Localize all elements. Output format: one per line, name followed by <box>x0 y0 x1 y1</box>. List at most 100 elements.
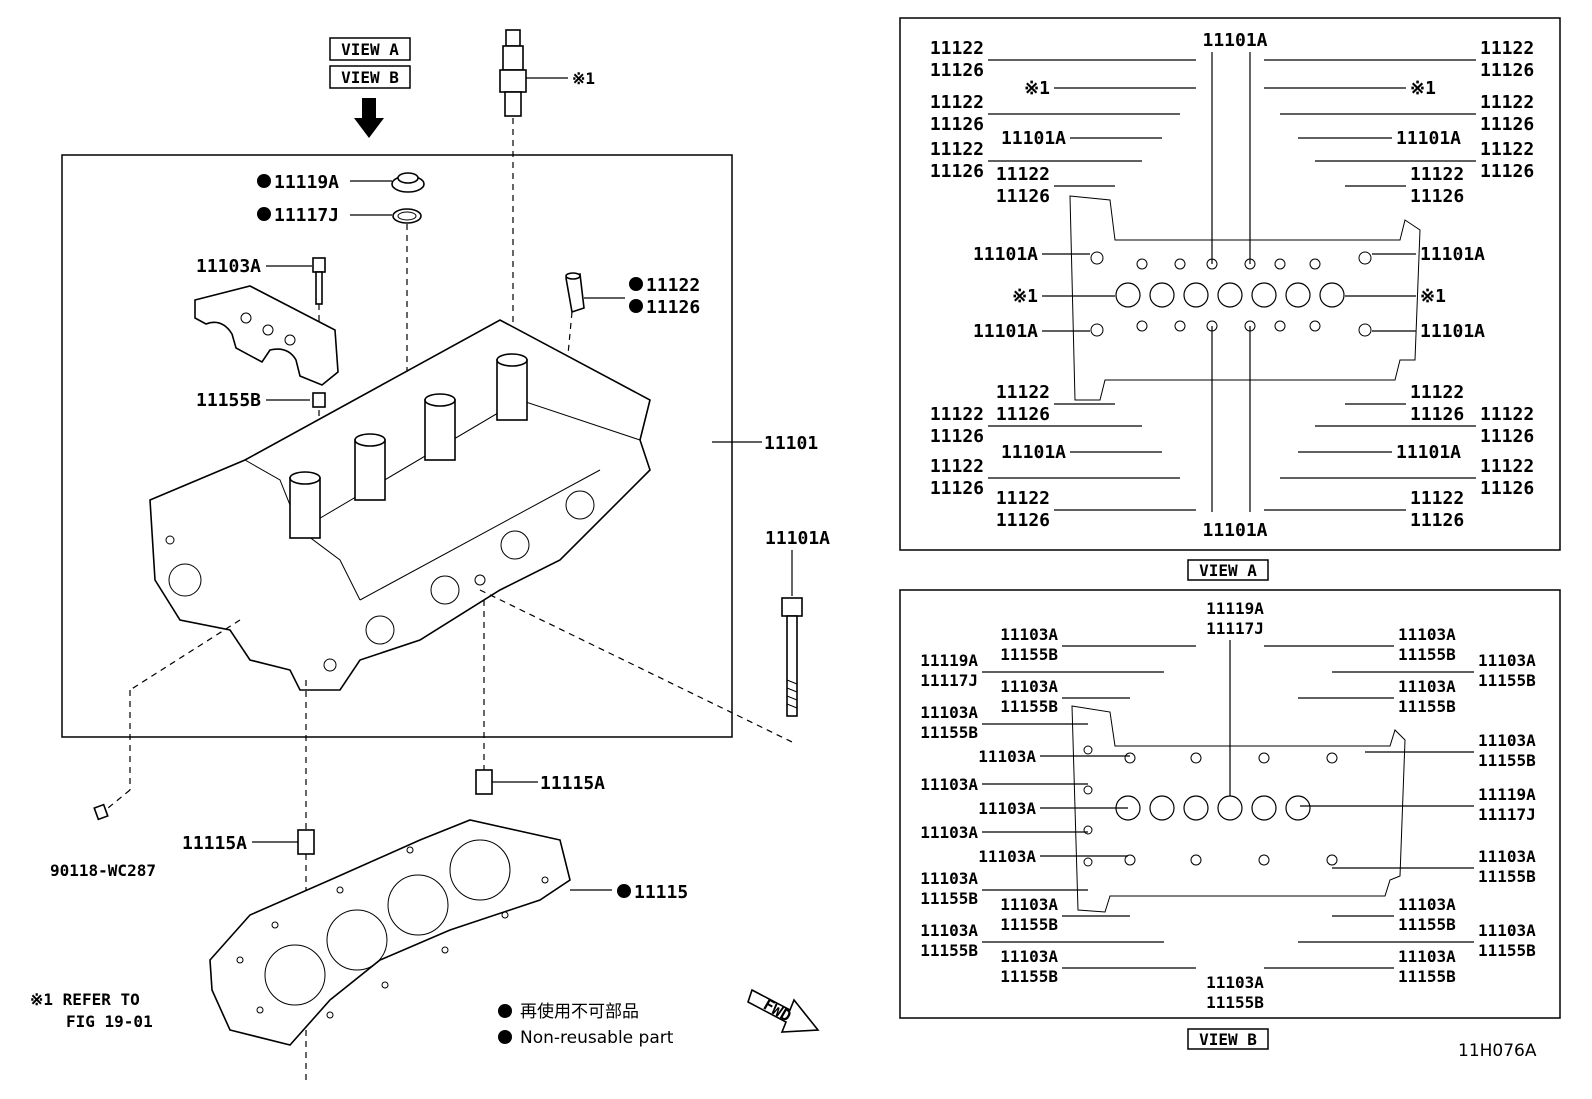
svg-text:11101A: 11101A <box>765 528 830 549</box>
svg-text:VIEW B: VIEW B <box>1199 1030 1257 1049</box>
non-reusable-dot <box>498 1030 512 1044</box>
callout-label: 11126 <box>1480 478 1534 499</box>
non-reusable-dot <box>629 277 643 291</box>
callout-label: 11103A <box>1478 921 1536 940</box>
callout-label: 11122 <box>1480 92 1534 113</box>
callout-label: 11126 <box>930 478 984 499</box>
callout-label: 11126 <box>930 161 984 182</box>
callout-label: 11103A <box>1478 731 1536 750</box>
callout-label: ※1 <box>1012 286 1038 307</box>
callout-label: 11103A <box>1398 625 1456 644</box>
svg-text:11119A: 11119A <box>274 172 339 193</box>
svg-text:11117J: 11117J <box>274 205 339 226</box>
o-ring-icon <box>392 208 422 224</box>
callout-label: ※1 <box>1410 78 1436 99</box>
svg-text:11103A: 11103A <box>196 256 261 277</box>
svg-text:※1: ※1 <box>572 69 595 88</box>
callout-label: 11155B <box>1000 915 1058 934</box>
callout-label: 11126 <box>1410 186 1464 207</box>
callout-label: ※1 <box>1420 286 1446 307</box>
callout-label: 11103A <box>978 799 1036 818</box>
callout-label: 11103A <box>1398 895 1456 914</box>
callout-label: 11126 <box>996 510 1050 531</box>
spark-plug-icon <box>499 29 568 117</box>
non-reusable-dot <box>629 299 643 313</box>
view-a-tag: VIEW A <box>329 37 411 61</box>
callout-label: 11122 <box>1410 488 1464 509</box>
svg-text:11115A: 11115A <box>182 833 247 854</box>
callout-label: 11126 <box>930 60 984 81</box>
callout-label: 11103A <box>920 869 978 888</box>
view-a-right-labels: 1112211126※1111221112611101A111221112611… <box>1264 38 1534 531</box>
callout-label: 11126 <box>1480 161 1534 182</box>
callout-label: 11122 <box>1480 139 1534 160</box>
callout-label: 11155B <box>1478 751 1536 770</box>
callout-label: 11126 <box>1480 60 1534 81</box>
view-b-caption: VIEW B <box>1187 1028 1269 1050</box>
figure-id: 11H076A <box>1458 1041 1537 1061</box>
camshaft-cap-icon <box>194 285 339 386</box>
callout-label: 11101A <box>1420 321 1485 342</box>
callout-label: 11101A <box>973 321 1038 342</box>
callout-label: 11103A <box>978 747 1036 766</box>
head-top-view-b-icon <box>1071 705 1406 913</box>
callout-label: 11155B <box>1478 867 1536 886</box>
callout-label: 11126 <box>996 404 1050 425</box>
non-reusable-dot <box>257 174 271 188</box>
svg-text:11115: 11115 <box>634 882 688 903</box>
svg-text:11126: 11126 <box>646 297 700 318</box>
callout-label: 11103A <box>920 823 978 842</box>
callout-label: 11103A <box>920 703 978 722</box>
callout-label: 11122 <box>996 488 1050 509</box>
callout-label: 11126 <box>996 186 1050 207</box>
head-gasket-icon <box>209 819 571 1046</box>
svg-text:VIEW A: VIEW A <box>341 40 399 59</box>
head-top-view-a-icon <box>1069 195 1421 401</box>
callout-label: 11155B <box>1478 671 1536 690</box>
callout-label: 11155B <box>920 723 978 742</box>
callout-label: 11126 <box>930 114 984 135</box>
svg-text:11101: 11101 <box>764 433 818 454</box>
svg-text:※1 REFER TO: ※1 REFER TO <box>30 990 140 1009</box>
callout-label: 11103A <box>1398 677 1456 696</box>
cylinder-head-icon <box>149 319 651 691</box>
callout-label: 11103A <box>1000 625 1058 644</box>
svg-text:VIEW B: VIEW B <box>341 68 399 87</box>
view-a-panel: 11101A 11101A 1112211126※111122111261110… <box>899 17 1561 581</box>
callout-label: 11117J <box>920 671 978 690</box>
callout-label: 11103A <box>920 921 978 940</box>
svg-text:11117J: 11117J <box>1206 619 1264 638</box>
callout-label: 11122 <box>930 404 984 425</box>
cylinder-head-frame <box>61 154 733 738</box>
callout-label: 11122 <box>1410 164 1464 185</box>
callout-label: 11122 <box>1410 382 1464 403</box>
callout-label: 11155B <box>1398 967 1456 986</box>
callout-label: 11122 <box>996 164 1050 185</box>
callout-label: 11119A <box>1478 785 1536 804</box>
non-reusable-dot <box>498 1004 512 1018</box>
callout-label: 11117J <box>1478 805 1536 824</box>
callout-label: 11101A <box>973 244 1038 265</box>
seal-cap-icon <box>391 172 425 193</box>
head-bolt-icon <box>781 597 803 717</box>
callout-label: 11155B <box>1000 697 1058 716</box>
svg-text:11155B: 11155B <box>1206 993 1264 1012</box>
main-exploded-view: VIEW A VIEW B ※1 11119A <box>30 29 830 1080</box>
svg-text:90118-WC287: 90118-WC287 <box>50 861 156 880</box>
svg-text:11115A: 11115A <box>540 773 605 794</box>
svg-text:再使用不可部品: 再使用不可部品 <box>520 1001 639 1022</box>
callout-label: 11155B <box>1398 697 1456 716</box>
svg-text:FIG 19-01: FIG 19-01 <box>66 1012 153 1031</box>
svg-text:11101A: 11101A <box>1202 30 1267 51</box>
callout-label: 11103A <box>1000 947 1058 966</box>
callout-label: 11126 <box>1410 404 1464 425</box>
plug-icon <box>93 803 109 821</box>
callout-label: 11122 <box>1480 456 1534 477</box>
svg-text:11155B: 11155B <box>196 390 261 411</box>
callout-label: 11103A <box>920 775 978 794</box>
callout-label: 11122 <box>930 38 984 59</box>
callout-label: 11155B <box>1398 645 1456 664</box>
